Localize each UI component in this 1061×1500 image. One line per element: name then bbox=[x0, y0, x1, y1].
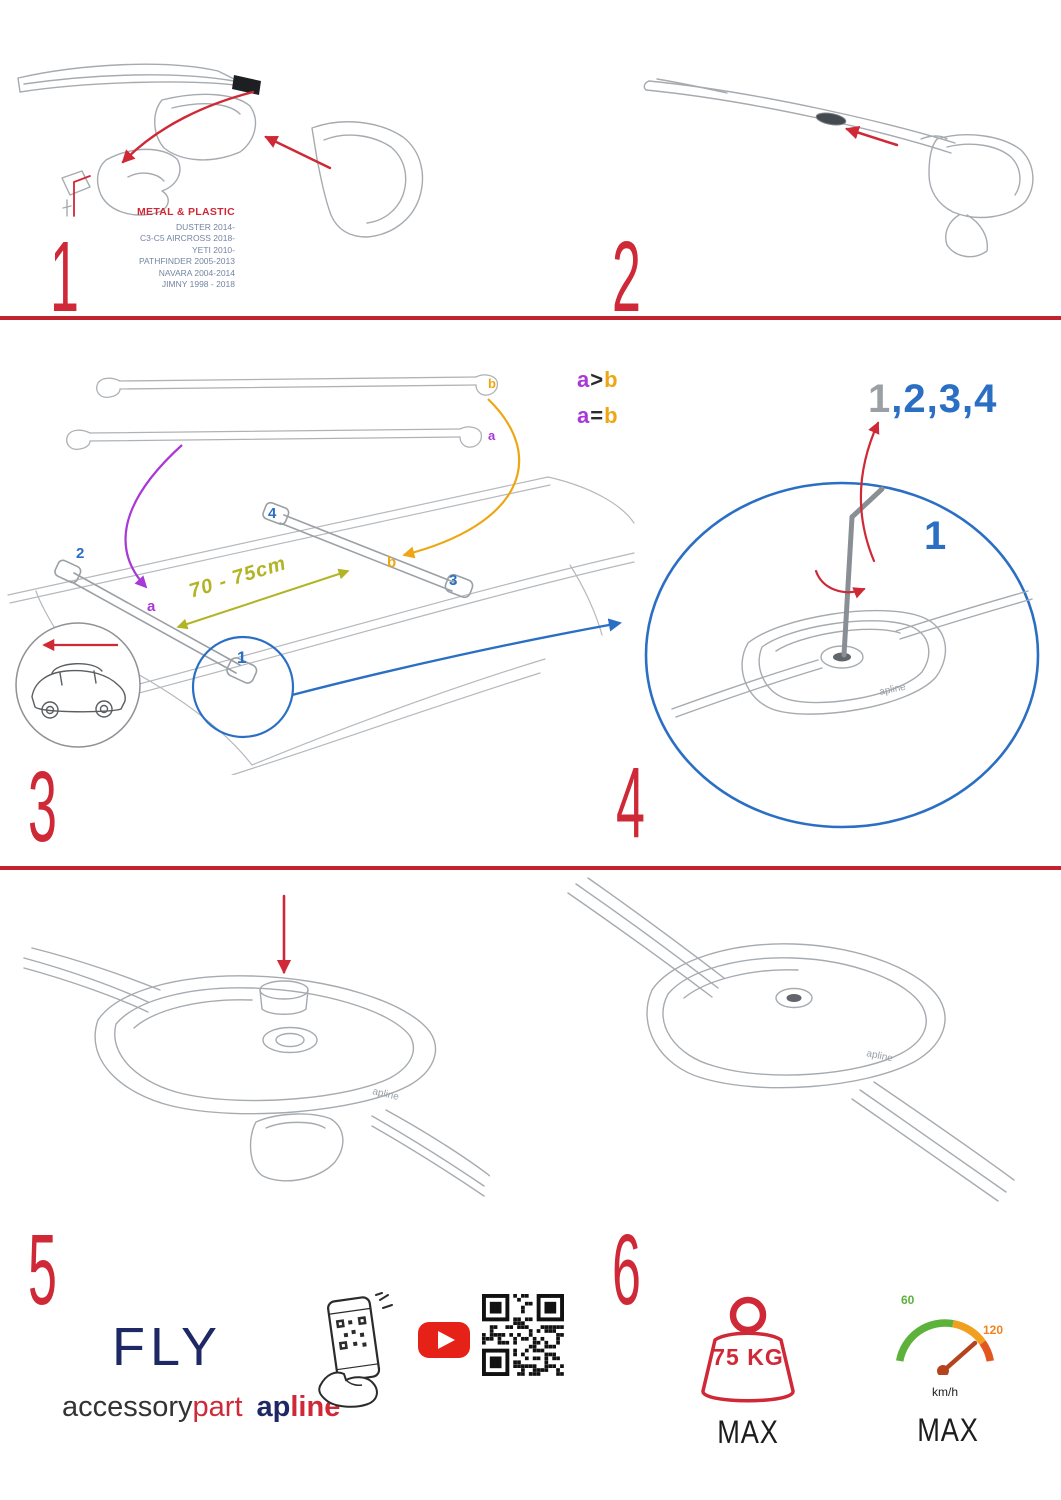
model-item: JIMNY 1998 - 2018 bbox=[161, 279, 235, 290]
model-item: PATHFINDER 2005-2013 bbox=[138, 256, 235, 267]
loose-bar-b-label: b bbox=[488, 376, 496, 391]
loose-crossbars-sketch bbox=[66, 374, 499, 450]
foot-with-key-sketch bbox=[671, 590, 1033, 718]
bar-slot-hole bbox=[815, 112, 847, 126]
position-3-label: 3 bbox=[449, 572, 458, 589]
phone-qr-scan-icon bbox=[318, 1292, 393, 1408]
loose-bar-a-label: a bbox=[488, 428, 496, 443]
position-4-label: 4 bbox=[268, 505, 277, 522]
position-2-label: 2 bbox=[76, 545, 85, 562]
step-number-3: 3 bbox=[28, 751, 57, 863]
step-number-2: 2 bbox=[612, 221, 641, 333]
max-load-weight-icon bbox=[701, 1296, 795, 1403]
speed-limit-gauge: 60 120 bbox=[883, 1293, 1007, 1398]
distance-dimension-arrow bbox=[176, 568, 350, 630]
position-1-label: 1 bbox=[237, 648, 247, 667]
step6-mounted-foot-sketch: apline bbox=[567, 877, 1015, 1202]
bar-b-guide-arrow bbox=[402, 398, 521, 559]
allen-key-icon bbox=[841, 486, 885, 658]
bolt-hole bbox=[786, 994, 802, 1002]
bar-a-guide-arrow bbox=[124, 444, 183, 589]
step3-roof-layout-sketch bbox=[7, 374, 635, 775]
brand-accessory: accessory bbox=[62, 1391, 193, 1423]
zoom-pointer-line bbox=[291, 618, 622, 697]
compare-b: b bbox=[604, 367, 619, 392]
car-roof-sketch bbox=[7, 476, 635, 775]
model-item: C3-C5 AIRCROSS 2018- bbox=[140, 233, 235, 244]
youtube-icon bbox=[418, 1322, 470, 1358]
max-speed-label: MAX bbox=[917, 1412, 979, 1448]
step5-press-knob-sketch: apline bbox=[23, 894, 490, 1197]
car-direction-inset bbox=[15, 622, 141, 748]
step-number-1: 1 bbox=[50, 221, 79, 333]
first-foot-label: 1 bbox=[924, 514, 947, 558]
compare-a: a bbox=[577, 367, 591, 392]
step1-exploded-clamp-sketch bbox=[17, 63, 424, 238]
position-a-label: a bbox=[147, 598, 156, 615]
brand-part: part bbox=[192, 1391, 243, 1423]
section-divider bbox=[0, 866, 1061, 870]
logo-plate-shape bbox=[232, 75, 261, 95]
assembly-arrows bbox=[73, 90, 332, 217]
tighten-sequence-label: 1,2,3,4 bbox=[868, 377, 998, 421]
step-number-4: 4 bbox=[616, 747, 645, 859]
crossbar-end-sketch bbox=[17, 63, 424, 238]
zoom-circle bbox=[644, 481, 1040, 829]
step-number-5: 5 bbox=[28, 1214, 57, 1326]
position-b-label: b bbox=[387, 554, 397, 571]
rotate-and-step-arrows bbox=[814, 421, 880, 599]
product-model-name: FLY bbox=[112, 1317, 223, 1377]
speed-unit-label: km/h bbox=[931, 1385, 958, 1399]
step2-bar-insert-sketch bbox=[643, 78, 1034, 258]
section-divider bbox=[0, 316, 1061, 320]
vehicle-model-list: DUSTER 2014- C3-C5 AIRCROSS 2018- YETI 2… bbox=[60, 222, 235, 291]
model-item: YETI 2010- bbox=[192, 244, 235, 255]
part-logo-text: apline bbox=[371, 1086, 400, 1103]
max-load-value: 75 KG bbox=[712, 1344, 784, 1370]
qr-code bbox=[482, 1294, 564, 1376]
speedometer-icon bbox=[896, 1319, 994, 1377]
foot-highlight-circle bbox=[191, 635, 295, 739]
brand-ap: ap bbox=[256, 1391, 291, 1423]
model-item: NAVARA 2004-2014 bbox=[158, 267, 235, 278]
step4-tighten-zoom-sketch: apline bbox=[644, 421, 1040, 829]
insert-arrow bbox=[845, 126, 899, 147]
mounted-crossbars-sketch bbox=[54, 501, 474, 684]
max-load-label: MAX bbox=[717, 1414, 779, 1450]
part-logo-text: apline bbox=[878, 682, 907, 698]
step-number-6: 6 bbox=[612, 1214, 641, 1326]
compare-greater: a>b bbox=[577, 367, 619, 392]
material-label: METAL & PLASTIC bbox=[136, 206, 235, 218]
speed-low-label: 60 bbox=[901, 1293, 915, 1307]
compare-equal: a=b bbox=[577, 403, 619, 428]
model-item: DUSTER 2014- bbox=[175, 222, 235, 232]
speed-high-label: 120 bbox=[983, 1323, 1004, 1337]
